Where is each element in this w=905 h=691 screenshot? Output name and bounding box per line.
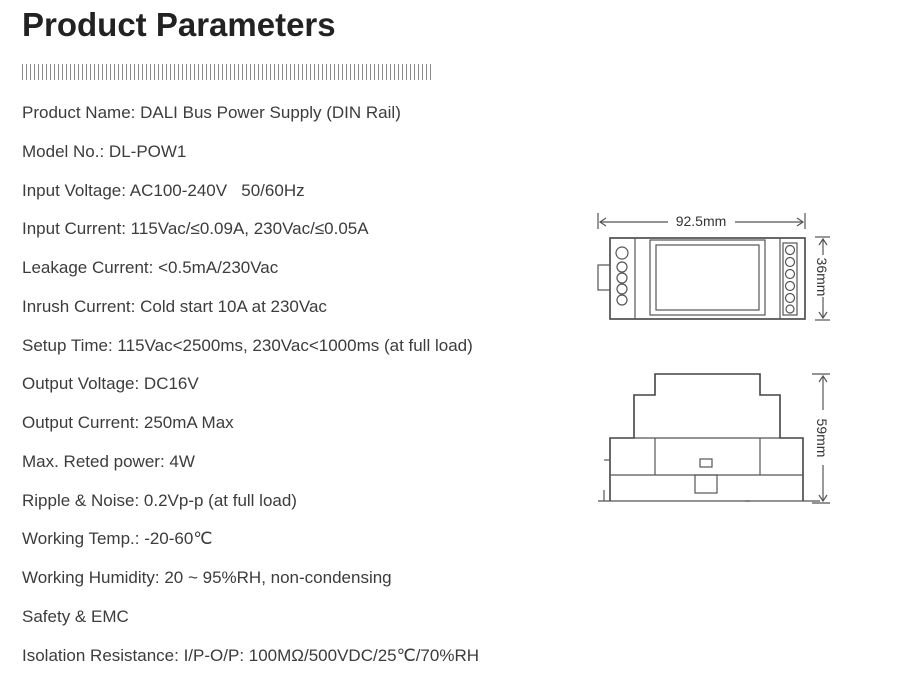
width-dimension-label: 92.5mm bbox=[676, 213, 727, 229]
param-product-name: Product Name: DALI Bus Power Supply (DIN… bbox=[22, 103, 401, 122]
param-output-current: Output Current: 250mA Max bbox=[22, 413, 234, 432]
dimension-drawing: 92.5mm 36mm 59mm bbox=[597, 213, 830, 504]
param-setup-time: Setup Time: 115Vac<2500ms, 230Vac<1000ms… bbox=[22, 335, 473, 355]
param-input-current: Input Current: 115Vac/≤0.09A, 230Vac/≤0.… bbox=[22, 219, 369, 239]
decorative-divider bbox=[22, 64, 434, 80]
param-isolation-resistance: Isolation Resistance: I/P-O/P: 100MΩ/500… bbox=[22, 645, 479, 665]
page-title: Product Parameters bbox=[22, 6, 336, 43]
param-working-humidity: Working Humidity: 20 ~ 95%RH, non-conden… bbox=[22, 568, 392, 587]
param-input-voltage: Input Voltage: AC100-240V 50/60Hz bbox=[22, 180, 305, 200]
parameter-list: Product Name: DALI Bus Power Supply (DIN… bbox=[22, 98, 479, 679]
param-inrush-current: Inrush Current: Cold start 10A at 230Vac bbox=[22, 296, 327, 316]
height-dimension-label: 59mm bbox=[814, 419, 830, 458]
param-leakage-current: Leakage Current: <0.5mA/230Vac bbox=[22, 258, 279, 277]
param-output-voltage: Output Voltage: DC16V bbox=[22, 374, 199, 394]
depth-dimension-label: 36mm bbox=[814, 258, 830, 297]
param-ripple-noise: Ripple & Noise: 0.2Vp-p (at full load) bbox=[22, 490, 297, 510]
param-model-no: Model No.: DL-POW1 bbox=[22, 141, 187, 161]
param-working-temp: Working Temp.: -20-60℃ bbox=[22, 529, 213, 549]
param-safety-emc: Safety & EMC bbox=[22, 606, 129, 626]
param-max-power: Max. Reted power: 4W bbox=[22, 451, 195, 471]
